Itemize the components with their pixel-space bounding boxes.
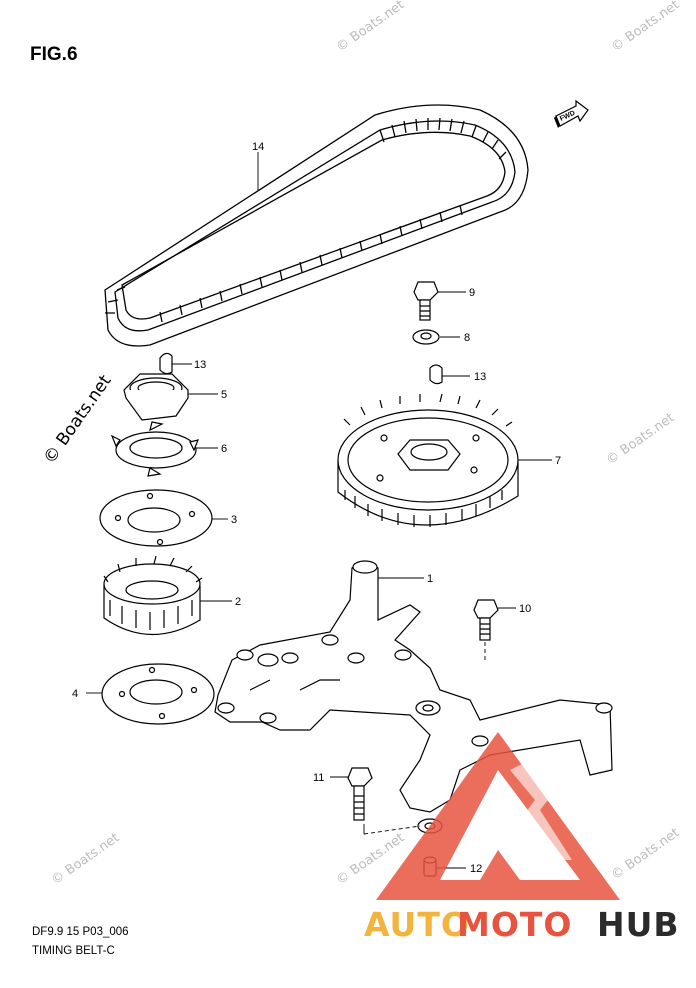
logo-text-moto: MOTO bbox=[457, 905, 572, 944]
callout-7: 7 bbox=[555, 455, 561, 467]
key-upper bbox=[159, 352, 173, 375]
callout-9: 9 bbox=[469, 287, 475, 299]
logo-text-hub: HUB bbox=[597, 905, 680, 944]
washer-tab bbox=[110, 421, 199, 477]
washer-small bbox=[412, 329, 440, 345]
watermark: © Boats.net bbox=[334, 0, 408, 55]
callout-14: 14 bbox=[252, 141, 264, 153]
callout-12: 12 bbox=[470, 863, 482, 875]
watermark: © Boats.net bbox=[609, 0, 683, 55]
plate-upper bbox=[99, 489, 213, 547]
watermark-large: © Boats.net bbox=[40, 371, 116, 468]
callout-13-right: 13 bbox=[474, 371, 486, 383]
watermark: © Boats.net bbox=[609, 825, 683, 883]
callout-2: 2 bbox=[235, 596, 241, 608]
callout-1: 1 bbox=[427, 573, 433, 585]
bolt-top bbox=[413, 281, 439, 321]
key-right bbox=[429, 364, 443, 385]
callout-4: 4 bbox=[72, 688, 78, 700]
automotohub-logo: AUTO MOTO HUB bbox=[364, 732, 680, 944]
bolt-left bbox=[347, 767, 373, 821]
callout-8: 8 bbox=[464, 332, 470, 344]
bolt-right bbox=[473, 599, 499, 641]
nut-large bbox=[123, 373, 189, 421]
watermark: © Boats.net bbox=[49, 830, 123, 888]
timing-belt bbox=[104, 104, 529, 347]
bracket bbox=[214, 560, 613, 834]
footer-name: TIMING BELT-C bbox=[32, 945, 115, 957]
callout-10: 10 bbox=[519, 603, 531, 615]
figure-title: FIG.6 bbox=[30, 44, 78, 65]
footer-code: DF9.9 15 P03_006 bbox=[32, 926, 129, 938]
callout-13-upper: 13 bbox=[194, 359, 206, 371]
logo-text-auto: AUTO bbox=[364, 905, 470, 944]
sprocket-small bbox=[103, 555, 203, 636]
callout-5: 5 bbox=[221, 389, 227, 401]
plate-lower bbox=[101, 663, 215, 725]
callout-3: 3 bbox=[231, 514, 237, 526]
fwd-arrow-icon: FWD bbox=[554, 99, 589, 128]
watermark: © Boats.net bbox=[604, 410, 678, 468]
callout-6: 6 bbox=[221, 443, 227, 455]
pulley-large bbox=[337, 393, 519, 527]
callout-11: 11 bbox=[313, 772, 324, 784]
